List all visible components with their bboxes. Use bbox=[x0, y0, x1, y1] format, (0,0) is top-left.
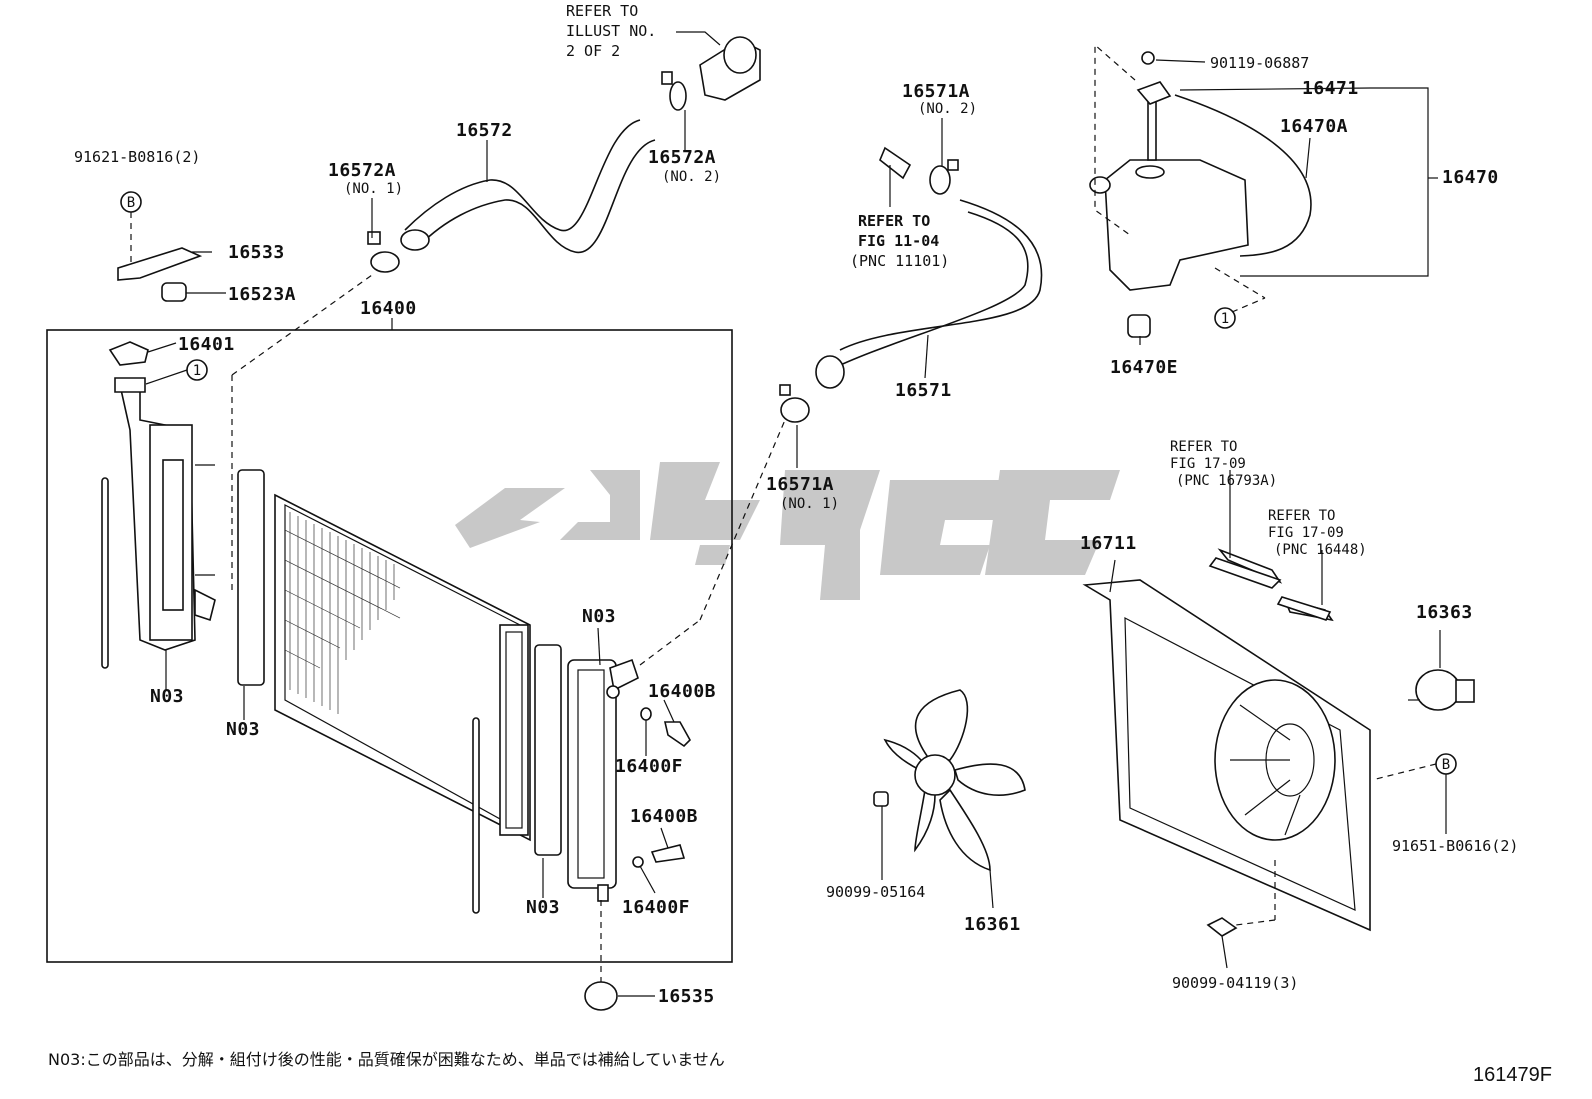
label-16571a-no1: 16571A bbox=[766, 474, 834, 495]
refer-1709b-line3: (PNC 16448) bbox=[1274, 542, 1367, 558]
label-16572a-no1: 16572A bbox=[328, 160, 396, 181]
label-16400f-b: 16400F bbox=[622, 897, 690, 918]
label-16572a-no1-sub: (NO. 1) bbox=[344, 181, 403, 197]
refer-1709b-line1: REFER TO bbox=[1268, 508, 1335, 524]
svg-text:1: 1 bbox=[1221, 311, 1229, 327]
label-16400: 16400 bbox=[360, 298, 417, 319]
label-90119: 90119-06887 bbox=[1210, 54, 1309, 72]
circle-marker-b-left: B bbox=[120, 191, 142, 213]
gasket-right bbox=[534, 644, 562, 856]
radiator-assembly-frame bbox=[46, 329, 733, 963]
radiator-core bbox=[274, 493, 531, 842]
label-16571a-no2-sub: (NO. 2) bbox=[918, 101, 977, 117]
refer-1709a-line1: REFER TO bbox=[1170, 439, 1237, 455]
label-16400b-a: 16400B bbox=[648, 681, 716, 702]
refer-fig-line3: (PNC 11101) bbox=[850, 252, 949, 270]
cushion-16523a bbox=[161, 282, 187, 302]
bolt-90099-04119 bbox=[1206, 917, 1238, 937]
label-16571a-no2: 16571A bbox=[902, 81, 970, 102]
side-seal-left bbox=[101, 477, 109, 669]
gasket-left bbox=[237, 469, 265, 686]
label-16400b-b: 16400B bbox=[630, 806, 698, 827]
refer-illust-line2: ILLUST NO. bbox=[566, 22, 656, 40]
side-seal-right bbox=[472, 717, 480, 914]
refer-illust-line1: REFER TO bbox=[566, 2, 638, 20]
support-bracket bbox=[117, 247, 203, 281]
label-16572a-no2: 16572A bbox=[648, 147, 716, 168]
refer-1709a-line3: (PNC 16793A) bbox=[1176, 473, 1277, 489]
svg-text:1: 1 bbox=[193, 363, 201, 379]
fan-nut bbox=[873, 791, 889, 807]
refer-1709b-line2: FIG 17-09 bbox=[1268, 525, 1344, 541]
refer-fig-line2: FIG 11-04 bbox=[858, 232, 939, 250]
drain-cock-upper bbox=[640, 707, 691, 748]
label-16571: 16571 bbox=[895, 380, 952, 401]
fan-motor bbox=[1408, 669, 1475, 711]
label-16470a: 16470A bbox=[1280, 116, 1348, 137]
circle-marker-1-left: 1 bbox=[186, 359, 208, 381]
label-91621: 91621-B0816(2) bbox=[74, 148, 200, 166]
label-90099-05164: 90099-05164 bbox=[826, 883, 925, 901]
hose-clamp-16572a-no1 bbox=[367, 231, 400, 273]
label-16470: 16470 bbox=[1442, 167, 1499, 188]
label-16471: 16471 bbox=[1302, 78, 1359, 99]
coolant-reservoir bbox=[1089, 51, 1312, 291]
refer-1709a-line2: FIG 17-09 bbox=[1170, 456, 1246, 472]
label-16363: 16363 bbox=[1416, 602, 1473, 623]
ref-tag-16793a bbox=[1208, 557, 1282, 589]
radiator-cap bbox=[108, 341, 149, 366]
fan-shroud bbox=[1082, 548, 1371, 932]
label-16400f-a: 16400F bbox=[615, 756, 683, 777]
refer-illust-line3: 2 OF 2 bbox=[566, 42, 620, 60]
hose-clamp-16571a-no1 bbox=[779, 384, 810, 423]
label-16470e: 16470E bbox=[1110, 357, 1178, 378]
radiator-left-tank bbox=[114, 377, 216, 651]
label-16572: 16572 bbox=[456, 120, 513, 141]
circle-marker-1-right: 1 bbox=[1214, 307, 1236, 329]
hose-clamp-16572a-no2 bbox=[661, 71, 687, 111]
label-16711: 16711 bbox=[1080, 533, 1137, 554]
hose-clamp-16571a-no2 bbox=[929, 159, 959, 195]
label-16533: 16533 bbox=[228, 242, 285, 263]
drain-cock-lower bbox=[632, 844, 686, 868]
cooling-fan bbox=[883, 689, 1026, 872]
label-n03-b: N03 bbox=[226, 719, 260, 740]
label-16523a: 16523A bbox=[228, 284, 296, 305]
label-16572a-no2-sub: (NO. 2) bbox=[662, 169, 721, 185]
reservoir-cushion bbox=[1127, 314, 1151, 338]
footnote: N03:この部品は、分解・組付け後の性能・品質確保が困難なため、単品では補給して… bbox=[48, 1050, 725, 1069]
lower-radiator-hose bbox=[815, 146, 1043, 389]
part-labels: REFER TO ILLUST NO. 2 OF 2 16572 16572A … bbox=[74, 2, 1518, 1007]
label-90099-04119: 90099-04119(3) bbox=[1172, 974, 1298, 992]
label-16401: 16401 bbox=[178, 334, 235, 355]
label-16535: 16535 bbox=[658, 986, 715, 1007]
label-16571a-no1-sub: (NO. 1) bbox=[780, 496, 839, 512]
svg-text:B: B bbox=[127, 195, 135, 211]
illustration-number: 161479F bbox=[1473, 1064, 1552, 1086]
label-91651: 91651-B0616(2) bbox=[1392, 837, 1518, 855]
lower-cushion bbox=[584, 981, 618, 1011]
refer-fig-line1: REFER TO bbox=[858, 212, 930, 230]
label-n03-c: N03 bbox=[526, 897, 560, 918]
label-n03-d: N03 bbox=[582, 606, 616, 627]
label-16361: 16361 bbox=[964, 914, 1021, 935]
radiator-right-tank bbox=[567, 658, 639, 902]
upper-radiator-hose bbox=[400, 36, 761, 253]
svg-text:B: B bbox=[1442, 757, 1450, 773]
circle-marker-b-right: B bbox=[1435, 753, 1457, 775]
ref-tag-16448 bbox=[1276, 596, 1332, 621]
label-n03-a: N03 bbox=[150, 686, 184, 707]
